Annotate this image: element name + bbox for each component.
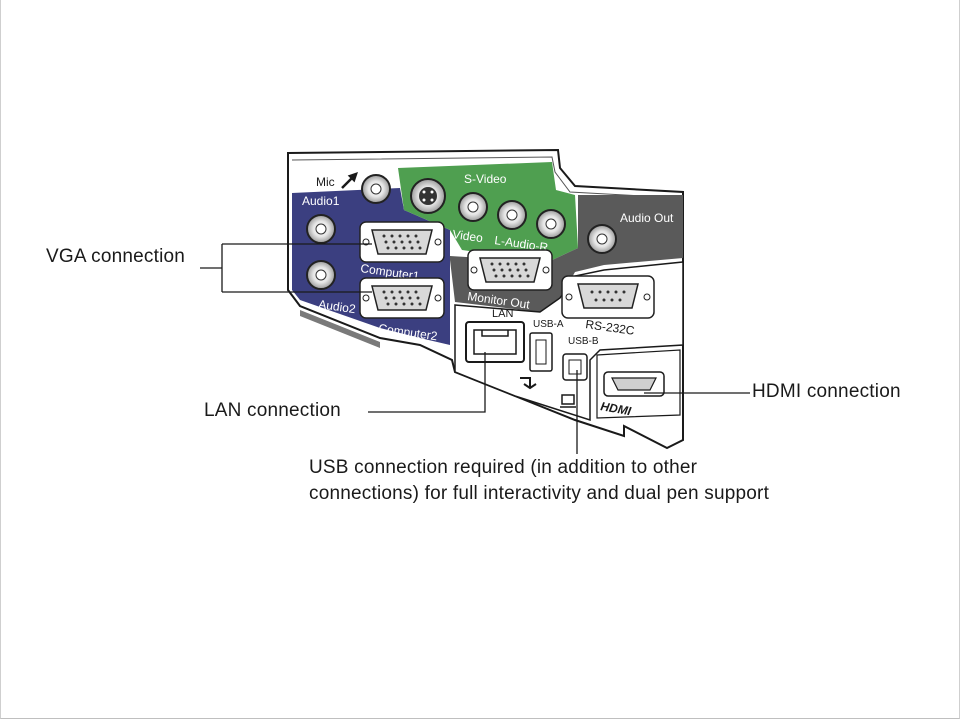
usb-a-label: USB-A [533,319,564,330]
hdmi-port [603,371,665,397]
usb-connection-callout-line2: connections) for full interactivity and … [309,483,770,504]
usb-connection-callout-line1: USB connection required (in addition to … [309,457,698,478]
s-video-label: S-Video [464,172,507,186]
mic-label: Mic [316,175,335,189]
audio1-label: Audio1 [302,194,340,208]
microphone-icon [341,172,358,189]
computer2-vga-port [359,277,445,319]
computer1-vga-port [359,221,445,263]
lan-callout-line [368,352,486,413]
lan-label: LAN [492,308,513,320]
rs232c-port [561,275,655,319]
lan-port [465,321,525,363]
vga-callout-line [200,243,372,293]
monitor-out-vga-port [467,249,553,291]
audio-out-label: Audio Out [620,211,674,225]
usb-a-symbol-icon [520,377,537,390]
computer-symbol-icon [560,394,576,408]
hdmi-logo: HDMI [599,399,632,418]
vga-connection-callout: VGA connection [46,246,186,267]
usb-b-label: USB-B [568,336,599,347]
rs232c-label: RS-232C [585,317,636,338]
video-label: Video [452,227,484,245]
lan-connection-callout: LAN connection [204,400,341,421]
callout-lines [200,243,750,454]
audio2-label: Audio2 [318,297,357,316]
hdmi-connection-callout: HDMI connection [752,381,901,402]
